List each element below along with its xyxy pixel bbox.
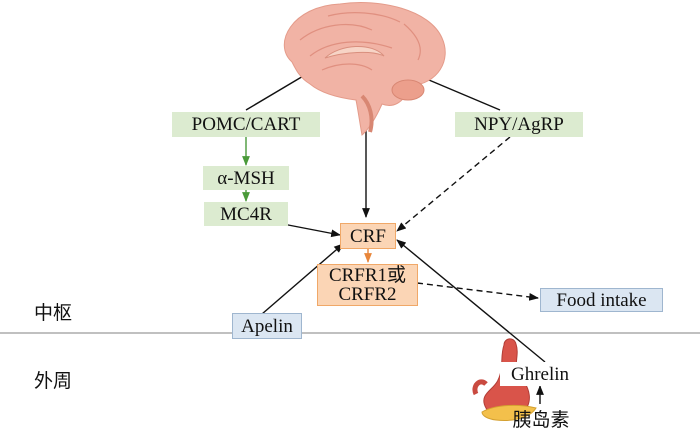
peripheral-region-label: 外周 [34,370,73,392]
crfr-to-food-arrow [416,282,539,301]
crfr-line2: CRFR2 [338,284,397,305]
crfr-line1: CRFR1或 [328,265,407,286]
food-intake-node: Food intake [540,288,663,312]
brain-to-pomc-line [245,71,311,111]
npy-agrp-node: NPY/AgRP [455,112,583,137]
apelin-node: Apelin [232,313,302,339]
apelin-to-crf-arrow [261,243,344,315]
crfr-node: CRFR1或 CRFR2 [317,264,418,306]
ghrelin-to-crf-arrow [396,239,546,363]
insulin-label: 胰岛素 [512,408,570,431]
mc4r-to-crf-arrow [282,223,341,238]
ghrelin-label: Ghrelin [500,362,580,386]
crf-node: CRF [340,223,396,249]
pomc-cart-node: POMC/CART [172,112,320,137]
npy-to-crf-arrow [396,136,511,232]
brain-icon [283,1,446,136]
central-region-label: 中枢 [34,302,73,324]
mc4r-node: MC4R [204,202,288,226]
alpha-msh-node: α-MSH [203,166,289,190]
